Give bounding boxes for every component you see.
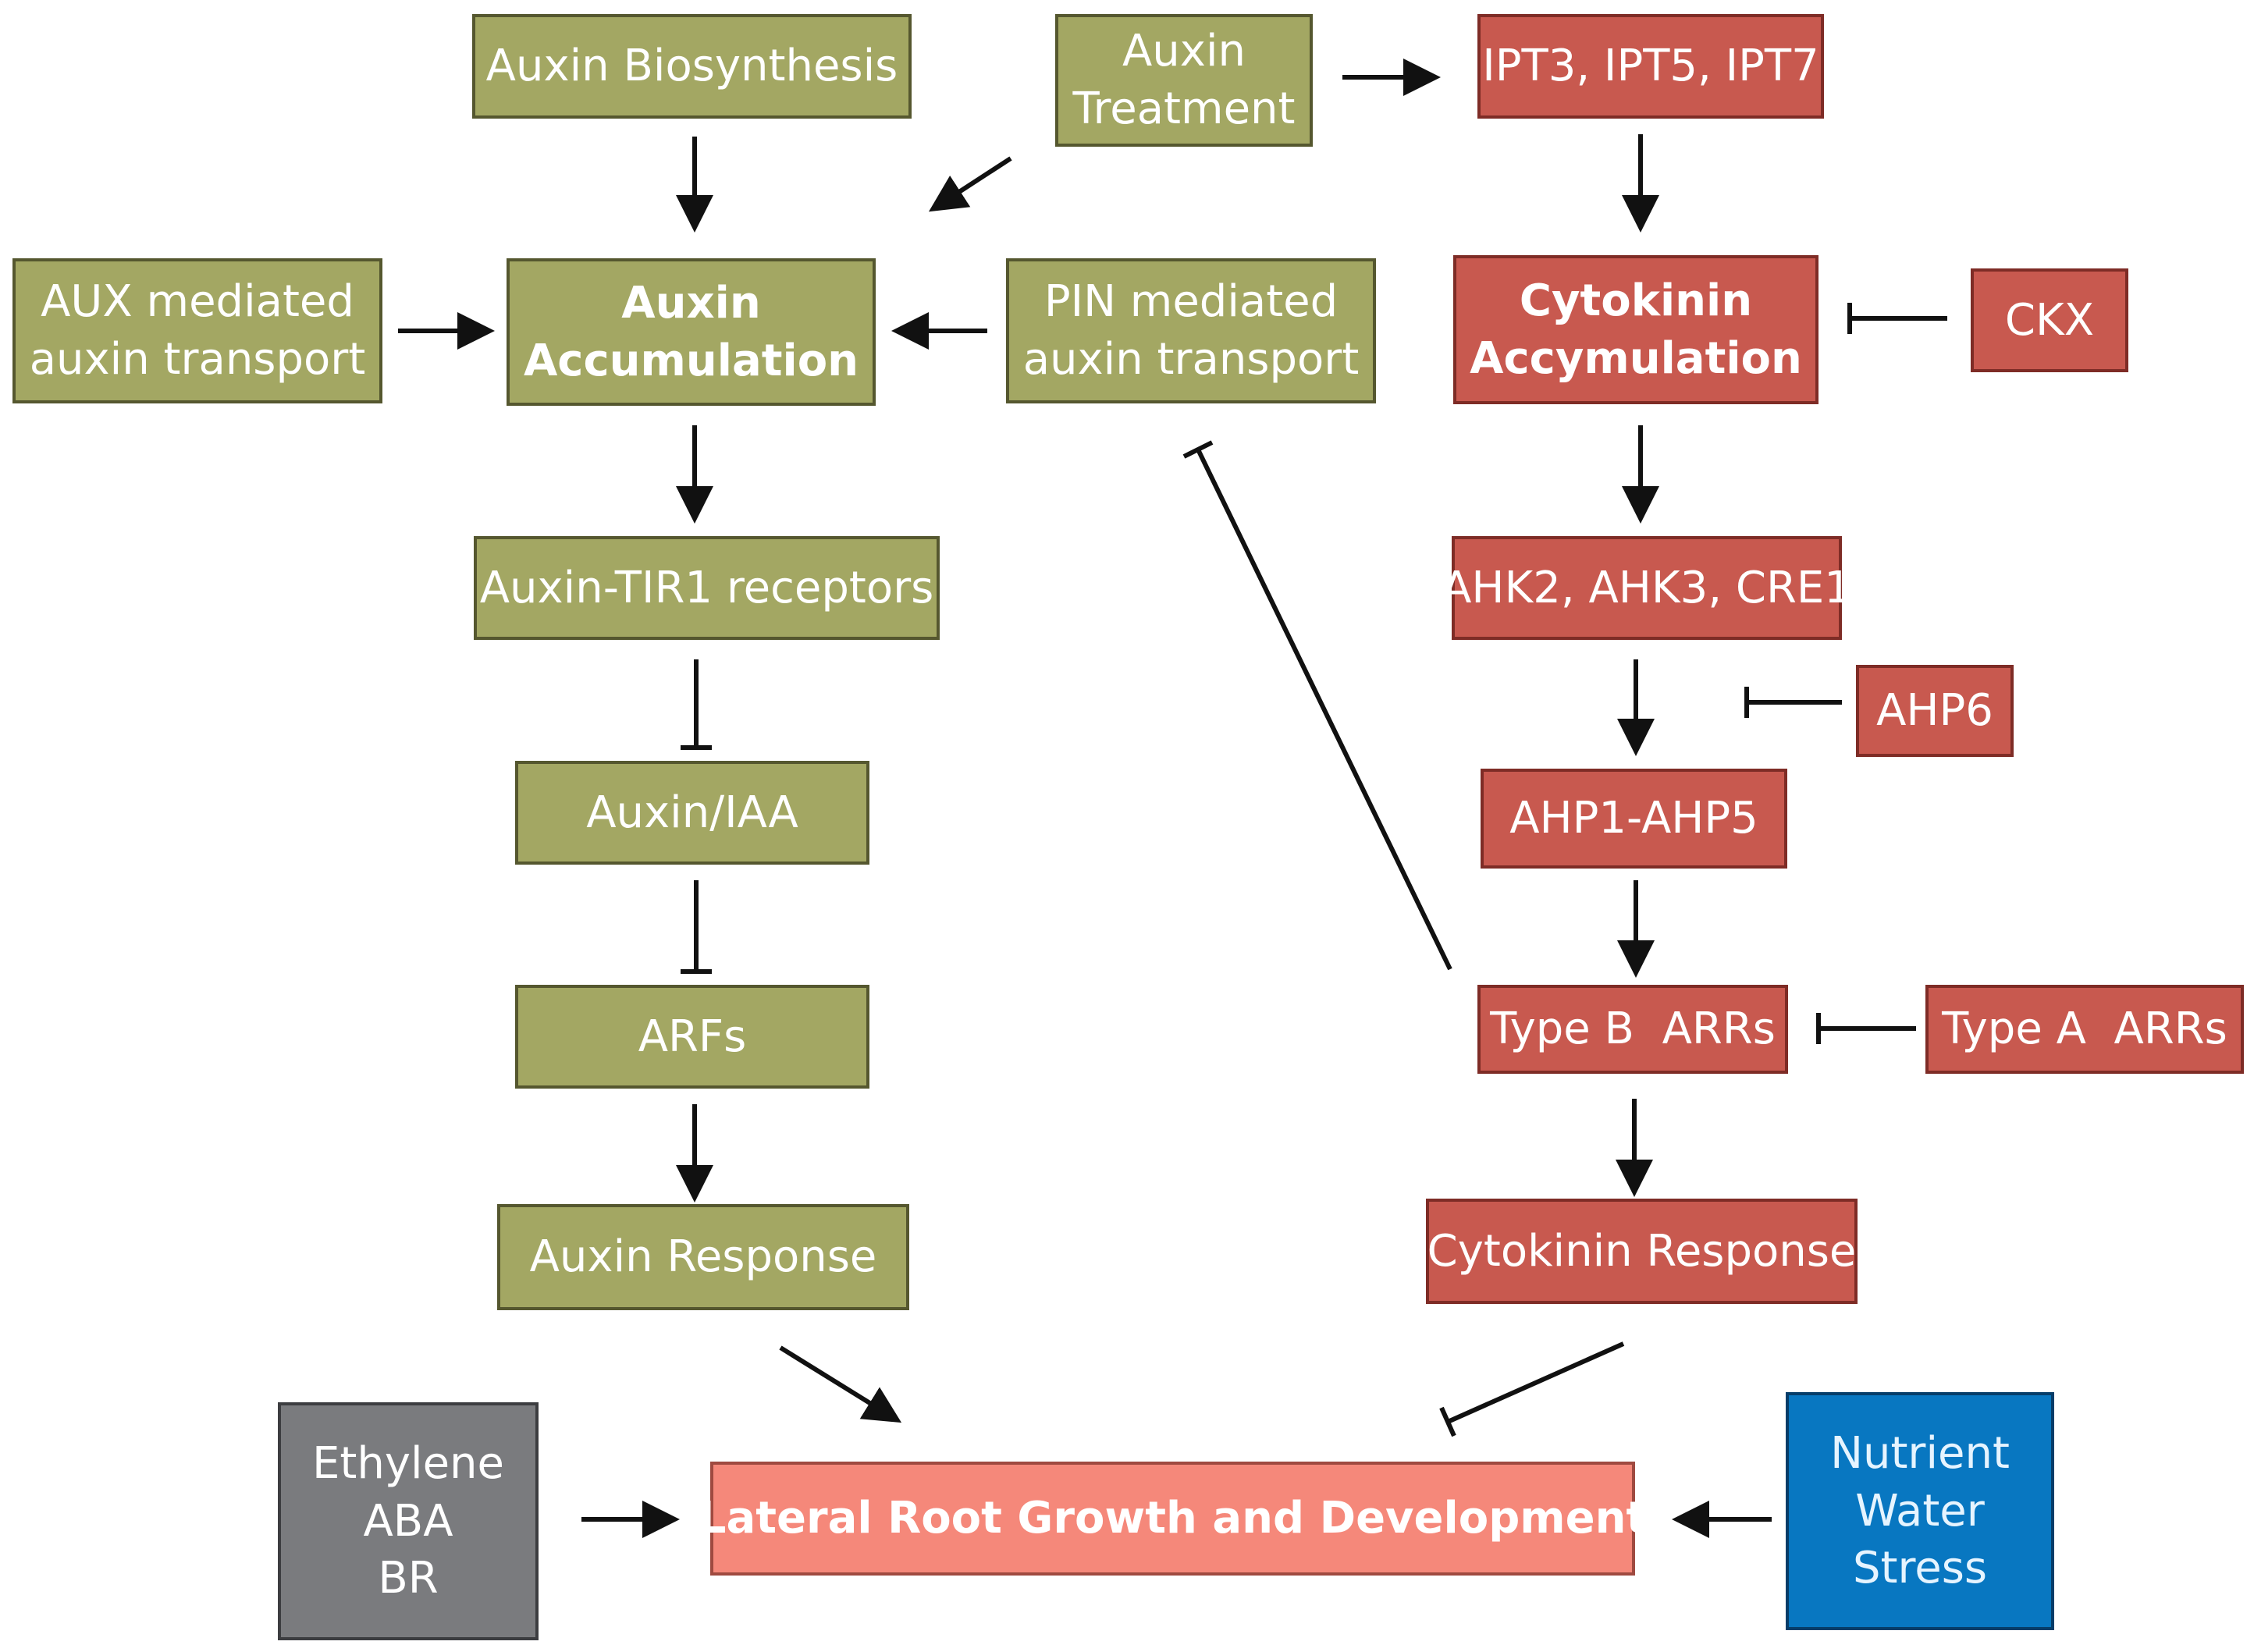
node-label: CKX xyxy=(2004,294,2095,346)
node-ethylene-aba-br: Ethylene ABA BR xyxy=(278,1402,539,1640)
node-auxin-biosynthesis: Auxin Biosynthesis xyxy=(472,14,912,119)
node-label: AHP1-AHP5 xyxy=(1509,793,1758,844)
edge-ahp6-inhibits-ahp xyxy=(1744,687,1842,718)
node-pin-mediated-transport: PIN mediated auxin transport xyxy=(1006,258,1376,403)
node-cytokinin-response: Cytokinin Response xyxy=(1426,1199,1858,1304)
node-cytokinin-accumulation: Cytokinin Accymulation xyxy=(1453,255,1818,404)
node-label-line-1: Nutrient xyxy=(1830,1427,2010,1479)
node-type-b-arrs: Type B ARRs xyxy=(1477,985,1788,1074)
node-label-line-3: BR xyxy=(378,1553,439,1604)
node-label: ARFs xyxy=(638,1011,747,1062)
node-auxin-response: Auxin Response xyxy=(497,1204,909,1310)
node-lateral-root-growth: Lateral Root Growth and Development xyxy=(699,1462,1647,1576)
edge-type-b-inhibits-pin-transport xyxy=(1182,440,1452,971)
node-type-a-arrs: Type A ARRs xyxy=(1925,985,2244,1074)
node-label-line-3: Stress xyxy=(1852,1543,1988,1594)
edge-auxin-treatment-to-accumulation xyxy=(928,156,1012,212)
node-label-line-2: Accymulation xyxy=(1470,332,1802,384)
node-label-line-1: PIN mediated xyxy=(1043,276,1339,328)
node-label: AHK2, AHK3, CRE1 xyxy=(1442,562,1852,613)
node-ckx: CKX xyxy=(1971,268,2128,372)
node-ahp1-ahp5: AHP1-AHP5 xyxy=(1481,769,1787,869)
node-auxin-tir1-receptors: Auxin-TIR1 receptors xyxy=(474,536,940,640)
node-label: Type B ARRs xyxy=(1490,1004,1776,1055)
node-nutrient-water-stress: Nutrient Water Stress xyxy=(1786,1392,2054,1630)
node-arfs: ARFs xyxy=(515,985,869,1089)
node-label: AHP6 xyxy=(1876,685,1993,737)
node-label-line-2: ABA xyxy=(363,1495,453,1547)
edge-tir1-inhibits-aux-iaa xyxy=(681,659,712,750)
node-label: Auxin-TIR1 receptors xyxy=(479,562,934,613)
node-aux-mediated-transport: AUX mediated auxin transport xyxy=(12,258,382,403)
node-label-line-2: Treatment xyxy=(1072,83,1296,134)
node-label: Auxin Response xyxy=(529,1231,877,1283)
node-label-line-1: Auxin xyxy=(621,277,761,329)
node-label-line-2: Accumulation xyxy=(523,335,859,386)
node-label-line-1: Auxin xyxy=(1122,26,1246,77)
node-auxin-treatment: Auxin Treatment xyxy=(1055,14,1313,147)
node-auxin-accumulation: Auxin Accumulation xyxy=(507,258,876,406)
node-label: Auxin/IAA xyxy=(586,787,798,838)
node-auxin-iaa: Auxin/IAA xyxy=(515,761,869,865)
node-label: Lateral Root Growth and Development xyxy=(698,1493,1648,1544)
node-label: Type A ARRs xyxy=(1942,1004,2227,1055)
node-label: Auxin Biosynthesis xyxy=(485,41,898,92)
node-ahk2-ahk3-cre1: AHK2, AHK3, CRE1 xyxy=(1442,536,1852,640)
node-ahp6: AHP6 xyxy=(1856,665,2014,757)
node-label-line-1: AUX mediated xyxy=(41,276,354,328)
node-label: IPT3, IPT5, IPT7 xyxy=(1482,41,1819,92)
node-label-line-2: auxin transport xyxy=(1022,334,1360,385)
edge-type-a-inhibits-type-b xyxy=(1816,1013,1916,1044)
node-label-line-2: Water xyxy=(1855,1485,1985,1537)
edge-auxin-response-to-lateral-root xyxy=(779,1345,902,1423)
edge-cytokinin-response-inhibits-lateral-root xyxy=(1439,1341,1625,1437)
node-label: Cytokinin Response xyxy=(1427,1225,1857,1277)
node-ipt3-ipt5-ipt7: IPT3, IPT5, IPT7 xyxy=(1477,14,1824,119)
edge-aux-iaa-inhibits-arfs xyxy=(681,880,712,974)
node-label-line-1: Cytokinin xyxy=(1519,275,1753,326)
node-label-line-1: Ethylene xyxy=(312,1437,504,1489)
edge-ckx-inhibits-cytokinin-accumulation xyxy=(1847,303,1947,334)
node-label-line-2: auxin transport xyxy=(29,334,366,385)
